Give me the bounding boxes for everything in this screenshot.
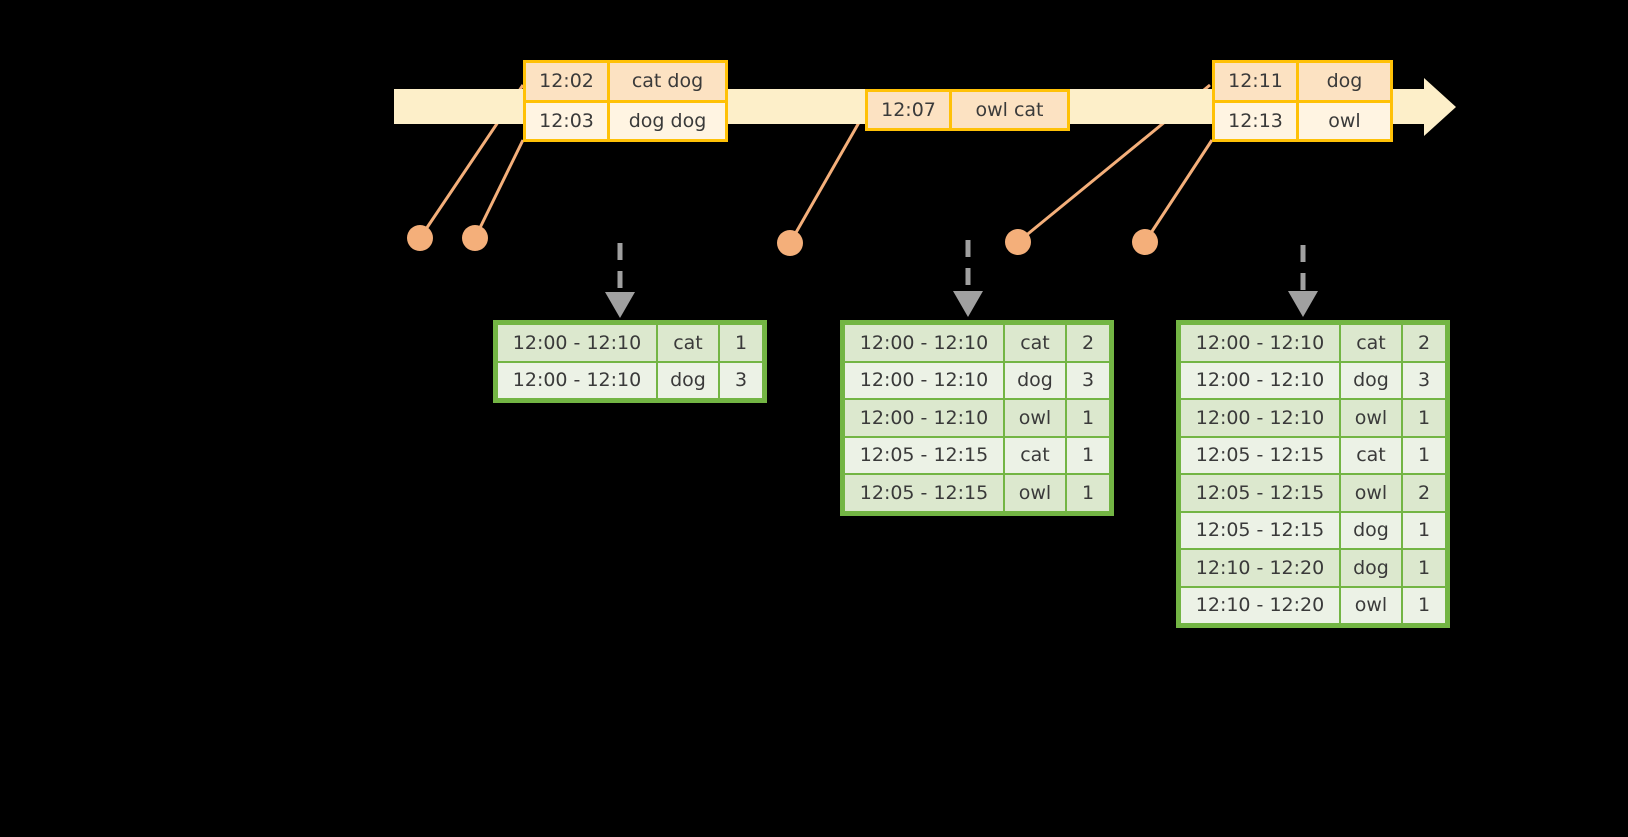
- window-cell: 12:05 - 12:15: [844, 474, 1004, 512]
- count-cell: 1: [1066, 474, 1110, 512]
- count-cell: 1: [1402, 399, 1446, 437]
- trigger-dot-2[interactable]: [462, 225, 488, 251]
- count-cell: 2: [1402, 324, 1446, 362]
- word-cell: dog: [1340, 361, 1402, 399]
- event-timestamp: 12:03: [526, 102, 610, 139]
- event-box-3[interactable]: 12:11 dog 12:13 owl: [1212, 60, 1393, 142]
- event-row: 12:03 dog dog: [526, 99, 725, 139]
- window-cell: 12:00 - 12:10: [1180, 361, 1340, 399]
- word-cell: dog: [1004, 361, 1066, 399]
- window-cell: 12:10 - 12:20: [1180, 586, 1340, 624]
- count-cell: 1: [1402, 436, 1446, 474]
- trigger-dot-5[interactable]: [1132, 229, 1158, 255]
- leader-line-5: [1143, 139, 1214, 243]
- table-row: 12:00 - 12:10 owl 1: [844, 399, 1110, 437]
- word-cell: cat: [1004, 324, 1066, 362]
- word-cell: dog: [1340, 549, 1402, 587]
- word-cell: cat: [1340, 436, 1402, 474]
- word-cell: cat: [657, 324, 719, 362]
- count-cell: 2: [1402, 474, 1446, 512]
- count-cell: 1: [1402, 511, 1446, 549]
- table-row: 12:10 - 12:20 dog 1: [1180, 549, 1446, 587]
- count-cell: 1: [1066, 399, 1110, 437]
- table-row: 12:00 - 12:10 cat 2: [1180, 324, 1446, 362]
- trigger-dot-3[interactable]: [777, 230, 803, 256]
- word-cell: owl: [1340, 474, 1402, 512]
- result-table-3[interactable]: 12:00 - 12:10 cat 2 12:00 - 12:10 dog 3 …: [1176, 320, 1450, 628]
- leader-line-3: [788, 111, 867, 244]
- event-words: owl cat: [952, 92, 1067, 128]
- word-cell: cat: [1004, 436, 1066, 474]
- table-row: 12:00 - 12:10 dog 3: [1180, 361, 1446, 399]
- word-cell: cat: [1340, 324, 1402, 362]
- table-row: 12:00 - 12:10 cat 2: [844, 324, 1110, 362]
- event-timestamp: 12:07: [868, 92, 952, 128]
- window-cell: 12:00 - 12:10: [497, 361, 657, 399]
- word-cell: owl: [1004, 399, 1066, 437]
- window-cell: 12:05 - 12:15: [1180, 474, 1340, 512]
- table-row: 12:00 - 12:10 cat 1: [497, 324, 763, 362]
- table-row: 12:00 - 12:10 owl 1: [1180, 399, 1446, 437]
- event-words: cat dog: [610, 63, 725, 100]
- count-cell: 1: [1402, 549, 1446, 587]
- trigger-dot-4[interactable]: [1005, 229, 1031, 255]
- event-row: 12:13 owl: [1215, 99, 1390, 139]
- window-cell: 12:00 - 12:10: [844, 361, 1004, 399]
- table-row: 12:10 - 12:20 owl 1: [1180, 586, 1446, 624]
- event-box-1[interactable]: 12:02 cat dog 12:03 dog dog: [523, 60, 728, 142]
- event-timestamp: 12:02: [526, 63, 610, 100]
- dashed-arrow-2: [953, 240, 983, 317]
- window-cell: 12:00 - 12:10: [1180, 399, 1340, 437]
- window-cell: 12:00 - 12:10: [844, 324, 1004, 362]
- event-words: dog: [1299, 63, 1390, 100]
- word-cell: owl: [1340, 399, 1402, 437]
- result-table-2[interactable]: 12:00 - 12:10 cat 2 12:00 - 12:10 dog 3 …: [840, 320, 1114, 516]
- table-row: 12:05 - 12:15 owl 1: [844, 474, 1110, 512]
- count-cell: 1: [1066, 436, 1110, 474]
- count-cell: 3: [1066, 361, 1110, 399]
- count-cell: 3: [719, 361, 763, 399]
- event-timestamp: 12:13: [1215, 102, 1299, 139]
- table-row: 12:05 - 12:15 cat 1: [1180, 436, 1446, 474]
- result-table-1[interactable]: 12:00 - 12:10 cat 1 12:00 - 12:10 dog 3: [493, 320, 767, 403]
- event-timestamp: 12:11: [1215, 63, 1299, 100]
- event-words: owl: [1299, 102, 1390, 139]
- table-row: 12:00 - 12:10 dog 3: [844, 361, 1110, 399]
- event-row: 12:02 cat dog: [526, 63, 725, 100]
- dashed-arrow-3: [1288, 245, 1318, 317]
- window-cell: 12:00 - 12:10: [1180, 324, 1340, 362]
- window-cell: 12:00 - 12:10: [497, 324, 657, 362]
- count-cell: 2: [1066, 324, 1110, 362]
- word-cell: owl: [1004, 474, 1066, 512]
- dashed-arrow-1: [605, 243, 635, 318]
- window-cell: 12:05 - 12:15: [1180, 436, 1340, 474]
- event-words: dog dog: [610, 102, 725, 139]
- leader-line-2: [473, 139, 525, 239]
- window-cell: 12:05 - 12:15: [844, 436, 1004, 474]
- event-box-2[interactable]: 12:07 owl cat: [865, 89, 1070, 131]
- table-row: 12:05 - 12:15 dog 1: [1180, 511, 1446, 549]
- event-row: 12:11 dog: [1215, 63, 1390, 100]
- table-row: 12:05 - 12:15 owl 2: [1180, 474, 1446, 512]
- word-cell: dog: [1340, 511, 1402, 549]
- word-cell: dog: [657, 361, 719, 399]
- window-cell: 12:00 - 12:10: [844, 399, 1004, 437]
- count-cell: 1: [1402, 586, 1446, 624]
- event-row: 12:07 owl cat: [868, 92, 1067, 128]
- trigger-dot-1[interactable]: [407, 225, 433, 251]
- count-cell: 3: [1402, 361, 1446, 399]
- count-cell: 1: [719, 324, 763, 362]
- window-cell: 12:10 - 12:20: [1180, 549, 1340, 587]
- timeline-arrow-head: [1424, 78, 1456, 136]
- table-row: 12:00 - 12:10 dog 3: [497, 361, 763, 399]
- window-cell: 12:05 - 12:15: [1180, 511, 1340, 549]
- word-cell: owl: [1340, 586, 1402, 624]
- table-row: 12:05 - 12:15 cat 1: [844, 436, 1110, 474]
